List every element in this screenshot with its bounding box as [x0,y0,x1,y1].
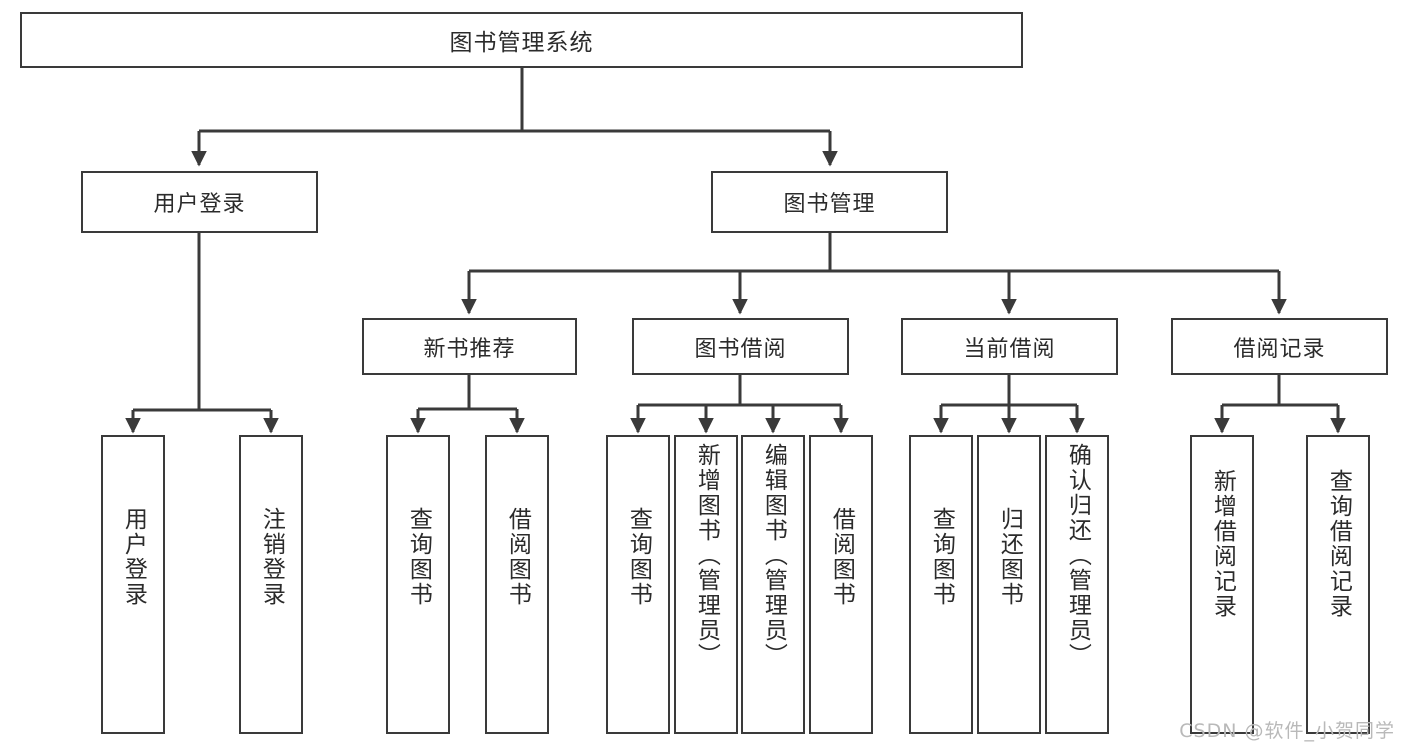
node-label: 用户登录 [153,192,246,217]
leaf-query-borrow-record[interactable]: 查询借阅记录 [1306,435,1370,734]
node-label: 借阅记录 [1233,336,1326,362]
node-user-login[interactable]: 用户登录 [81,171,318,233]
leaf-query-books-recommend[interactable]: 查询图书 [386,435,450,734]
node-current-borrow[interactable]: 当前借阅 [901,318,1118,375]
leaf-edit-book-admin[interactable]: 编辑图书（管理员） [741,435,805,734]
leaf-label: 编辑图书（管理员） [760,443,787,668]
csdn-watermark: CSDN @软件_小贺同学 [1179,720,1395,742]
leaf-query-books-current[interactable]: 查询图书 [909,435,973,734]
node-borrow-record[interactable]: 借阅记录 [1171,318,1388,375]
node-root-book-management-system[interactable]: 图书管理系统 [20,12,1023,68]
leaf-label: 借阅图书 [504,507,531,607]
leaf-label: 查询借阅记录 [1325,469,1352,619]
leaf-query-books-borrow[interactable]: 查询图书 [606,435,670,734]
leaf-add-book-admin[interactable]: 新增图书（管理员） [674,435,738,734]
node-book-borrow[interactable]: 图书借阅 [632,318,849,375]
leaf-return-books[interactable]: 归还图书 [977,435,1041,734]
leaf-add-borrow-record[interactable]: 新增借阅记录 [1190,435,1254,734]
leaf-label: 归还图书 [996,507,1023,607]
leaf-label: 确认归还（管理员） [1064,443,1091,668]
node-label: 图书管理系统 [449,30,594,56]
leaf-logout[interactable]: 注销登录 [239,435,303,734]
leaf-label: 用户登录 [120,507,147,607]
leaf-confirm-return-admin[interactable]: 确认归还（管理员） [1045,435,1109,734]
leaf-label: 查询图书 [625,507,652,607]
leaf-borrow-books-recommend[interactable]: 借阅图书 [485,435,549,734]
leaf-label: 新增图书（管理员） [693,443,720,668]
leaf-label: 查询图书 [405,507,432,607]
leaf-label: 查询图书 [928,507,955,607]
node-label: 图书借阅 [694,336,787,362]
leaf-user-login[interactable]: 用户登录 [101,435,165,734]
node-label: 新书推荐 [423,336,516,362]
node-label: 图书管理 [783,192,876,217]
leaf-borrow-books-borrow[interactable]: 借阅图书 [809,435,873,734]
leaf-label: 借阅图书 [828,507,855,607]
leaf-label: 新增借阅记录 [1209,469,1236,619]
leaf-label: 注销登录 [258,507,285,607]
node-new-book-recommend[interactable]: 新书推荐 [362,318,577,375]
node-label: 当前借阅 [963,336,1056,362]
node-book-management[interactable]: 图书管理 [711,171,948,233]
